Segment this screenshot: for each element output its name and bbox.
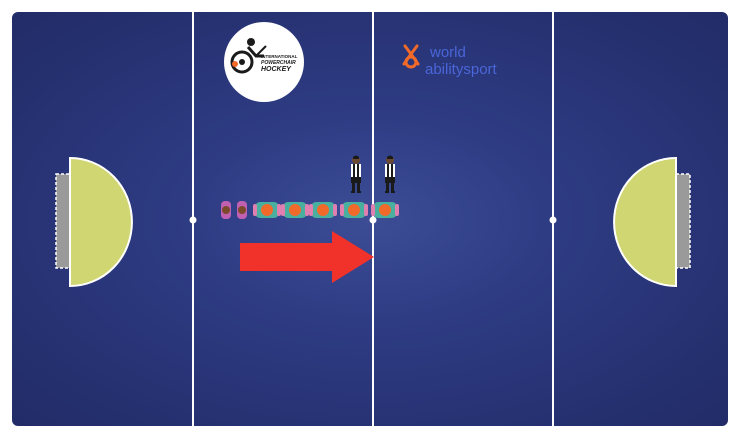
powerchair-player-icon <box>253 202 281 218</box>
logo-text-line1: INTERNATIONAL <box>261 54 298 59</box>
brand-text-abilitysport: abilitysport <box>425 61 498 78</box>
powerchair-player-icon <box>309 202 337 218</box>
brand-text-world: world <box>429 44 466 61</box>
right-goal-crease <box>614 158 676 286</box>
powerchair-player-icon <box>371 202 399 218</box>
powerchair-player-icon <box>221 201 231 219</box>
right-spot <box>550 217 557 224</box>
world-abilitysport-icon <box>404 46 418 67</box>
powerchair-player-icon <box>340 202 368 218</box>
direction-arrow <box>240 231 374 283</box>
referee-icon <box>385 156 395 194</box>
hockey-court: INTERNATIONAL POWERCHAIR HOCKEY world ab… <box>10 10 730 428</box>
powerchair-hockey-logo: INTERNATIONAL POWERCHAIR HOCKEY <box>224 22 304 102</box>
center-spot <box>370 217 377 224</box>
referee-icon <box>351 156 361 194</box>
left-goal <box>56 174 70 268</box>
right-goal <box>676 174 690 268</box>
powerchair-player-icon <box>237 201 247 219</box>
left-goal-crease <box>70 158 132 286</box>
left-spot <box>190 217 197 224</box>
world-abilitysport-logo: world abilitysport <box>404 44 498 78</box>
logo-text-line3: HOCKEY <box>261 66 292 73</box>
right-goal-area <box>614 158 690 286</box>
left-goal-area <box>56 158 132 286</box>
court-drawing: INTERNATIONAL POWERCHAIR HOCKEY world ab… <box>12 12 728 426</box>
powerchair-player-icon <box>281 202 309 218</box>
